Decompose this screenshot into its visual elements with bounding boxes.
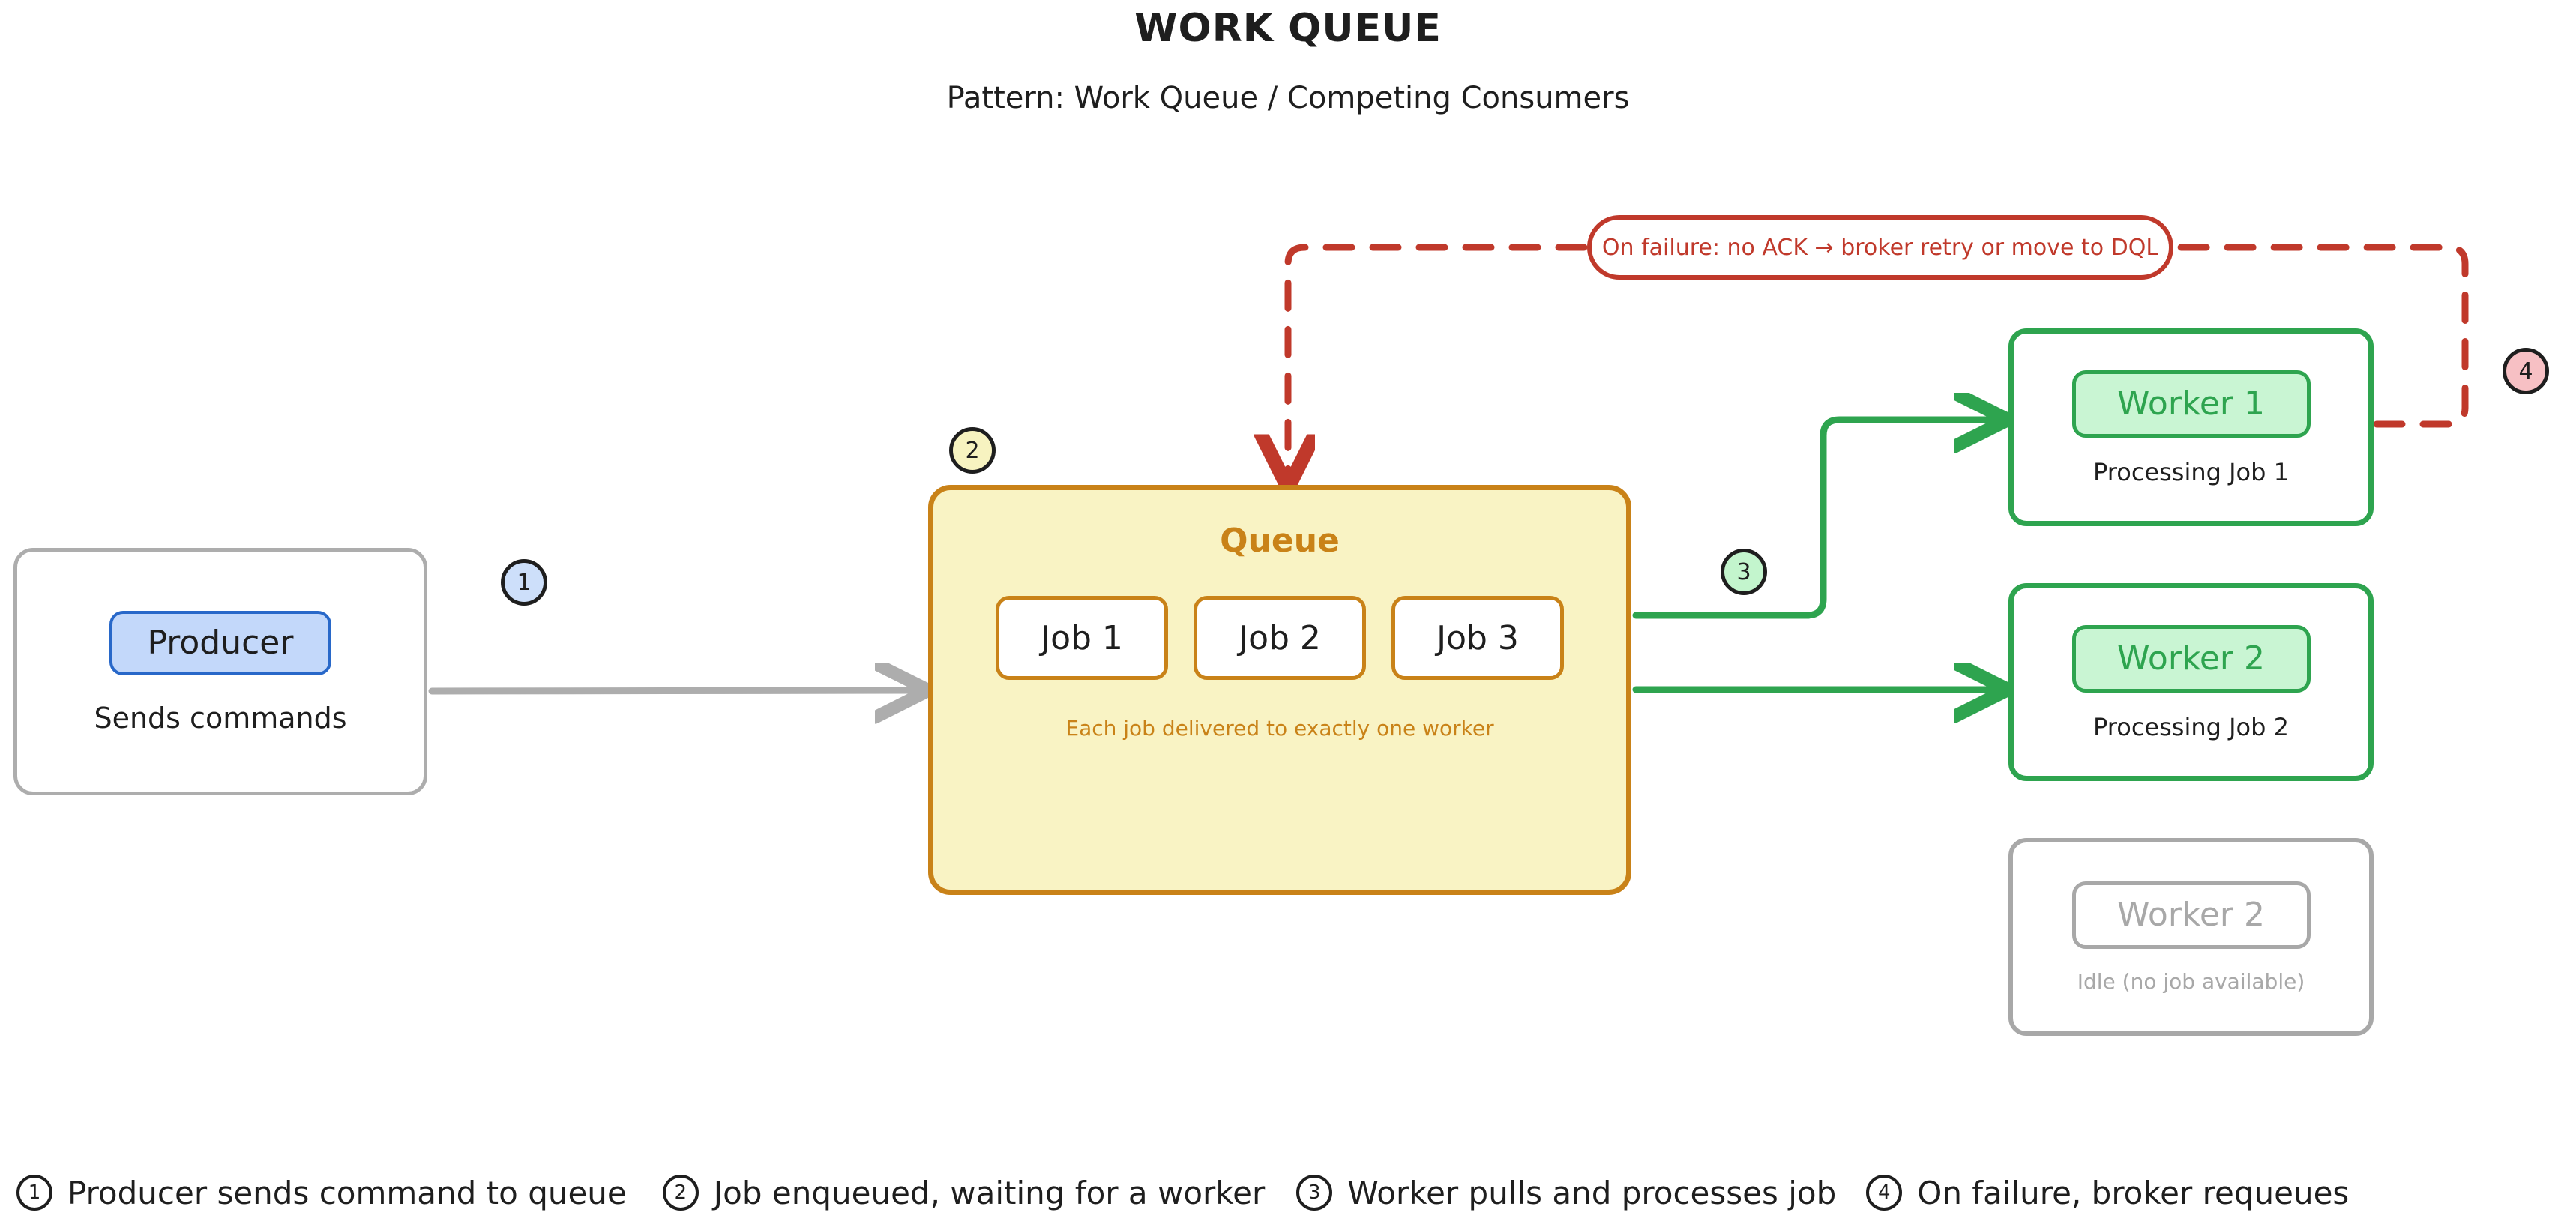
queue-note: Each job delivered to exactly one worker — [1065, 716, 1494, 741]
queue-title: Queue — [1220, 522, 1340, 560]
page-title: WORK QUEUE — [1134, 6, 1442, 51]
producer-node[interactable]: Producer Sends commands — [13, 548, 427, 795]
legend-badge-4: 4 — [1866, 1175, 1903, 1211]
step-badge-3: 3 — [1721, 549, 1767, 595]
queue-node[interactable]: Queue Job 1 Job 2 Job 3 Each job deliver… — [928, 485, 1631, 895]
legend-item-3: 3 Worker pulls and processes job — [1296, 1175, 1836, 1211]
worker-2-sublabel: Processing Job 2 — [2093, 713, 2289, 741]
worker-idle-chip: Worker 2 — [2071, 881, 2311, 949]
legend: 1 Producer sends command to queue 2 Job … — [0, 1160, 2576, 1225]
legend-label-2: Job enqueued, waiting for a worker — [713, 1174, 1266, 1211]
worker-idle-node[interactable]: Worker 2 Idle (no job available) — [2008, 838, 2374, 1036]
producer-chip: Producer — [109, 611, 331, 675]
worker-1-node[interactable]: Worker 1 Processing Job 1 — [2008, 328, 2374, 526]
legend-badge-1: 1 — [16, 1175, 52, 1211]
legend-item-2: 2 Job enqueued, waiting for a worker — [662, 1174, 1266, 1211]
edge-queue-to-worker-1 — [1632, 420, 1998, 619]
legend-badge-2: 2 — [662, 1175, 699, 1211]
legend-item-4: 4 On failure, broker requeues — [1866, 1175, 2349, 1211]
edge-failure-to-queue — [1288, 244, 1588, 478]
queue-jobs-list: Job 1 Job 2 Job 3 — [996, 596, 1564, 680]
worker-1-chip: Worker 1 — [2071, 370, 2311, 438]
job-box[interactable]: Job 2 — [1194, 596, 1366, 680]
legend-label-3: Worker pulls and processes job — [1347, 1174, 1837, 1211]
job-box[interactable]: Job 1 — [996, 596, 1168, 680]
worker-2-node[interactable]: Worker 2 Processing Job 2 — [2008, 583, 2374, 781]
step-badge-4: 4 — [2503, 348, 2549, 394]
legend-badge-3: 3 — [1296, 1175, 1333, 1211]
edge-producer-to-queue — [428, 690, 922, 691]
worker-idle-sublabel: Idle (no job available) — [2077, 969, 2305, 994]
failure-annotation: On failure: no ACK → broker retry or mov… — [1587, 215, 2173, 280]
legend-label-4: On failure, broker requeues — [1917, 1174, 2350, 1211]
page-subtitle: Pattern: Work Queue / Competing Consumer… — [946, 81, 1630, 115]
worker-2-chip: Worker 2 — [2071, 625, 2311, 693]
legend-item-1: 1 Producer sends command to queue — [16, 1175, 627, 1211]
step-badge-2: 2 — [949, 427, 996, 474]
step-badge-1: 1 — [501, 559, 547, 606]
worker-1-sublabel: Processing Job 1 — [2093, 458, 2289, 486]
producer-sublabel: Sends commands — [94, 702, 347, 735]
legend-label-1: Producer sends command to queue — [67, 1174, 627, 1211]
job-box[interactable]: Job 3 — [1391, 596, 1564, 680]
